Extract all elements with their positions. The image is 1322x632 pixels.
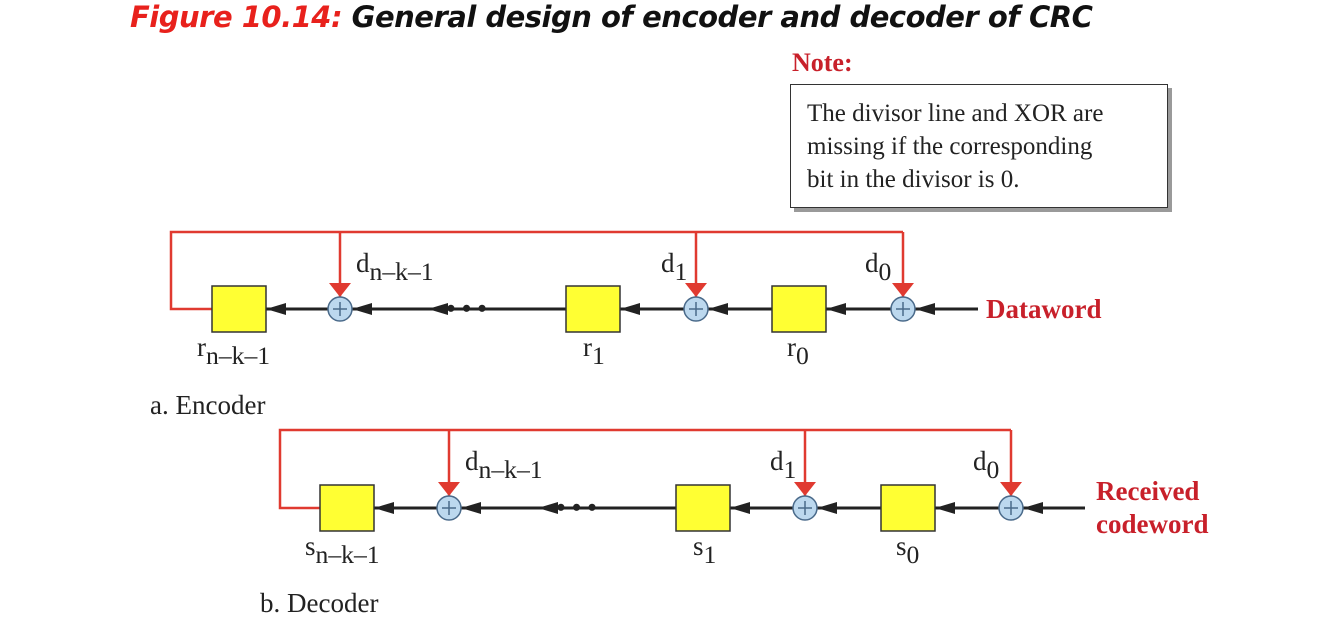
- encoder-ellipsis: • • •: [446, 294, 486, 323]
- decoder-divisor-label: dn–k–1: [465, 446, 543, 484]
- decoder-caption: b. Decoder: [260, 588, 378, 618]
- decoder-register: [319, 484, 375, 532]
- encoder-caption: a. Encoder: [150, 390, 265, 420]
- decoder-input-label: codeword: [1096, 509, 1208, 539]
- decoder-register-label: s1: [693, 531, 716, 569]
- decoder-feedback-line: [278, 428, 1011, 510]
- encoder-divisor-label: d0: [865, 248, 891, 286]
- encoder-register-label: r0: [787, 332, 809, 370]
- decoder-register: [880, 484, 936, 532]
- note-line: bit in the divisor is 0.: [807, 166, 1020, 193]
- note-box: The divisor line and XOR are missing if …: [790, 84, 1168, 208]
- encoder-feedback-line: [169, 230, 903, 311]
- note-heading: Note:: [792, 48, 853, 77]
- encoder-register: [211, 285, 267, 333]
- decoder-register: [675, 484, 731, 532]
- decoder-register-label: sn–k–1: [305, 531, 380, 569]
- decoder-divisor-label: d1: [770, 446, 796, 484]
- encoder-register: [771, 285, 827, 333]
- figure-number: Figure 10.14:: [130, 0, 343, 34]
- encoder-register: [565, 285, 621, 333]
- decoder-input-label: Received: [1096, 476, 1199, 506]
- decoder-ellipsis: • • •: [556, 493, 596, 522]
- figure-title: Figure 10.14: General design of encoder …: [130, 0, 1093, 34]
- figure-title-text: General design of encoder and decoder of…: [351, 0, 1093, 34]
- encoder-divisor-label: d1: [661, 248, 687, 286]
- decoder-register-label: s0: [896, 531, 919, 569]
- note-line: missing if the corresponding: [807, 133, 1093, 160]
- decoder-divisor-label: d0: [973, 446, 999, 484]
- encoder-register-label: r1: [583, 332, 605, 370]
- encoder-register-label: rn–k–1: [197, 332, 270, 370]
- encoder-input-label: Dataword: [986, 294, 1102, 324]
- encoder-divisor-label: dn–k–1: [356, 248, 434, 286]
- note-line: The divisor line and XOR are: [807, 100, 1104, 127]
